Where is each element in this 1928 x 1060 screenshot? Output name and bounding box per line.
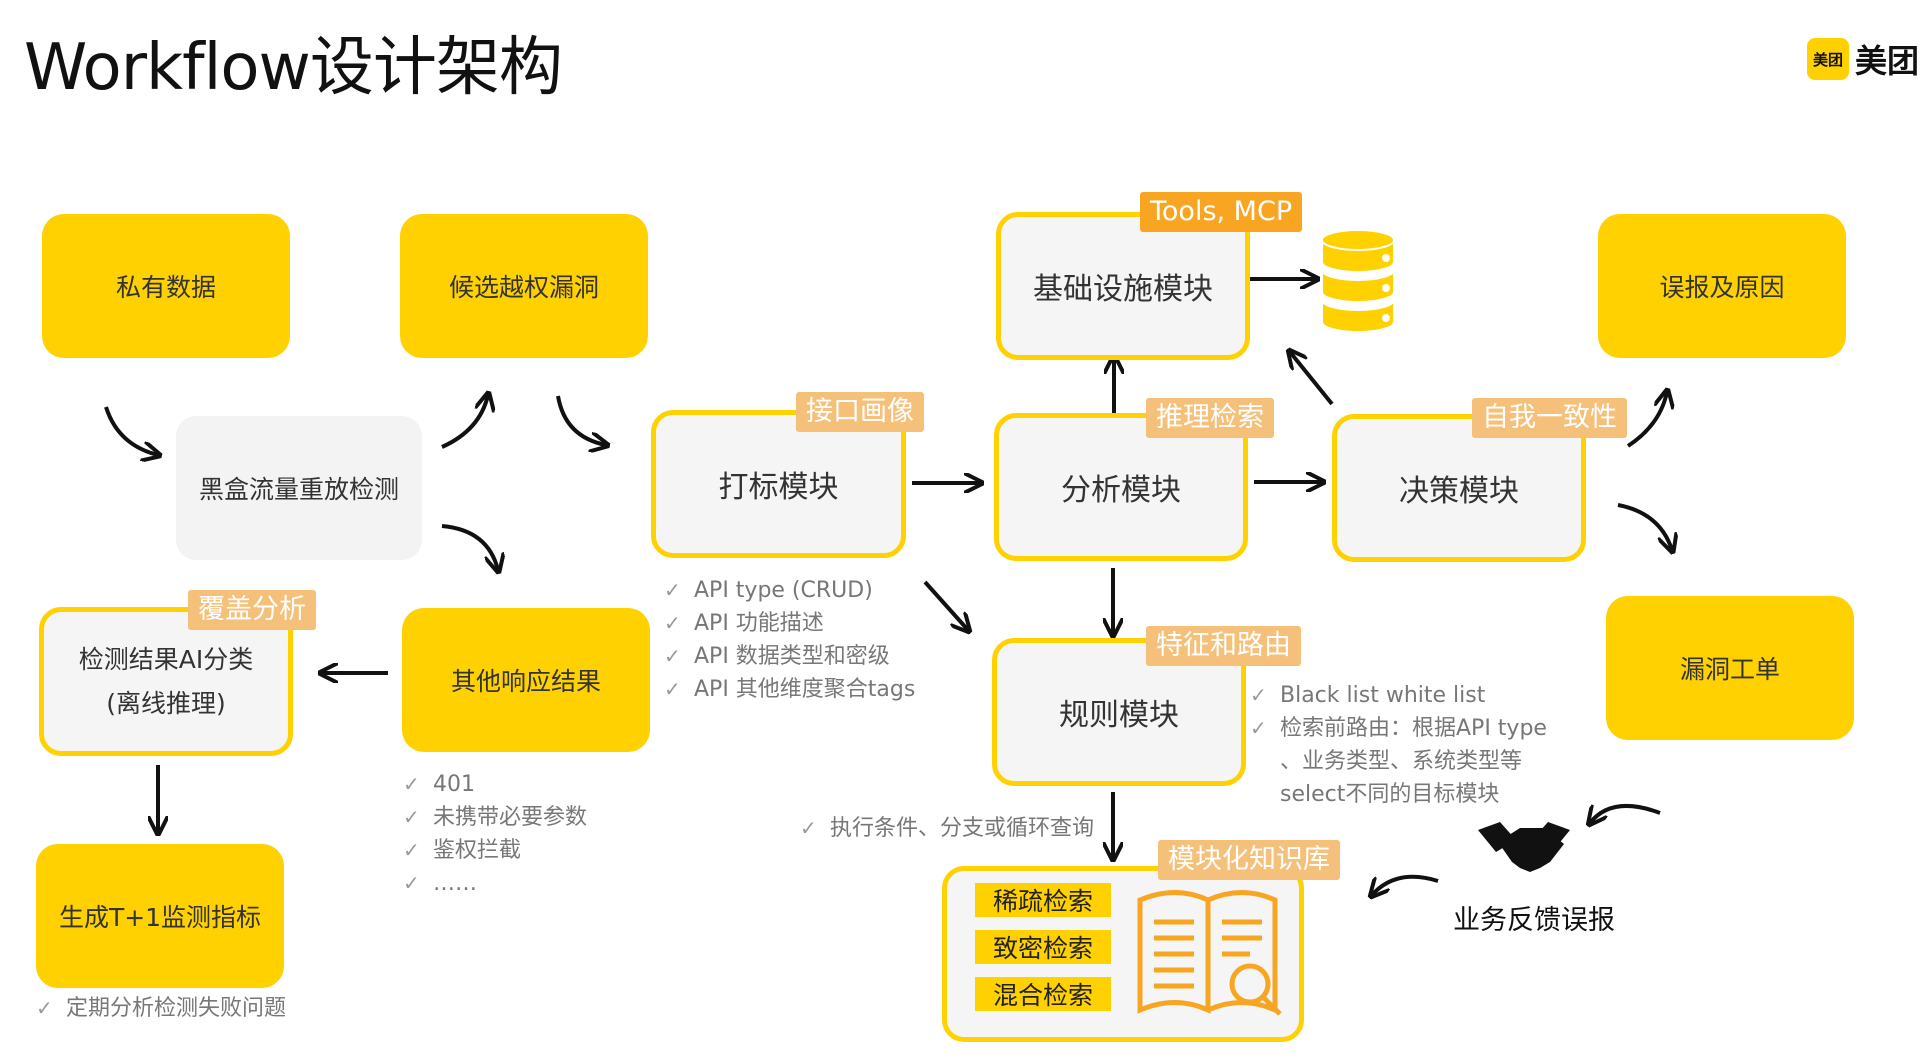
tagging-checklist: ✓API type (CRUD) ✓API 功能描述 ✓API 数据类型和密级 …: [664, 574, 915, 706]
arrow-icon: [1626, 392, 1667, 448]
list-item: ✓鉴权拦截: [403, 834, 587, 867]
reasoning-tag: 推理检索: [1146, 398, 1274, 438]
check-icon: ✓: [403, 871, 420, 895]
list-item: ✓API 其他维度聚合tags: [664, 673, 915, 706]
dense-retrieval-chip: 致密检索: [975, 930, 1111, 964]
arrow-icon: [1372, 874, 1439, 895]
arrow-icon: [556, 395, 606, 445]
check-icon: ✓: [664, 644, 681, 668]
open-book-search-icon: [1137, 890, 1282, 1016]
list-item: ✓API 数据类型和密级: [664, 640, 915, 673]
false-report-node: 误报及原因: [1598, 214, 1846, 358]
logo-text: 美团: [1855, 42, 1920, 80]
decision-module-node: 决策模块: [1332, 414, 1586, 562]
list-item: ✓API type (CRUD): [664, 574, 915, 607]
rules-checklist: ✓Black list white list ✓检索前路由：根据API type…: [1250, 679, 1550, 811]
check-icon: ✓: [403, 838, 420, 862]
list-item: ✓401: [403, 768, 587, 801]
list-item: ✓定期分析检测失败问题: [36, 992, 286, 1025]
metrics-checklist: ✓定期分析检测失败问题: [36, 992, 286, 1025]
list-item: ✓检索前路由：根据API type 、业务类型、系统类型等select不同的目标…: [1250, 712, 1550, 811]
arrow-icon: [1290, 352, 1334, 406]
feedback-label: 业务反馈误报: [1453, 905, 1615, 936]
arrow-icon: [1617, 503, 1672, 550]
check-icon: ✓: [403, 805, 420, 829]
check-icon: ✓: [800, 816, 817, 840]
candidate-vuln-node: 候选越权漏洞: [400, 214, 648, 358]
other-response-checklist: ✓401 ✓未携带必要参数 ✓鉴权拦截 ✓……: [403, 768, 587, 900]
check-icon: ✓: [403, 772, 420, 796]
list-item: ✓未携带必要参数: [403, 801, 587, 834]
handshake-icon: [1478, 822, 1570, 872]
list-item: ✓执行条件、分支或循环查询: [800, 812, 1094, 845]
private-data-node: 私有数据: [42, 214, 290, 358]
meituan-logo: 美团 美团: [1807, 36, 1919, 82]
logo-badge: 美团: [1807, 38, 1849, 80]
exec-checklist: ✓执行条件、分支或循环查询: [800, 812, 1094, 845]
other-response-node: 其他响应结果: [402, 608, 650, 752]
arrow-icon: [441, 395, 488, 449]
coverage-tag: 覆盖分析: [188, 590, 316, 630]
list-item: ✓API 功能描述: [664, 607, 915, 640]
check-icon: ✓: [1250, 683, 1267, 707]
arrow-icon: [923, 580, 968, 630]
check-icon: ✓: [664, 611, 681, 635]
page-title: Workflow设计架构: [24, 31, 563, 105]
ai-classify-node: 检测结果AI分类(离线推理): [39, 607, 293, 756]
infra-module-node: 基础设施模块: [996, 212, 1250, 360]
consistency-tag: 自我一致性: [1472, 398, 1627, 438]
routing-tag: 特征和路由: [1146, 626, 1301, 666]
database-icon: [1321, 229, 1395, 333]
list-item: ✓……: [403, 867, 587, 900]
tagging-module-node: 打标模块: [651, 410, 906, 558]
arrow-icon: [104, 406, 158, 455]
blackbox-replay-node: 黑盒流量重放检测: [176, 416, 422, 560]
tools-mcp-tag: Tools, MCP: [1140, 192, 1303, 232]
metrics-node: 生成T+1监测指标: [36, 844, 284, 988]
check-icon: ✓: [664, 578, 681, 602]
arrow-icon: [1590, 803, 1661, 823]
check-icon: ✓: [36, 996, 53, 1020]
arrow-icon: [441, 524, 498, 570]
knowledge-base-tag: 模块化知识库: [1158, 840, 1340, 880]
hybrid-retrieval-chip: 混合检索: [975, 977, 1111, 1011]
sparse-retrieval-chip: 稀疏检索: [975, 883, 1111, 917]
vuln-ticket-node: 漏洞工单: [1606, 596, 1854, 740]
interface-profile-tag: 接口画像: [796, 392, 924, 432]
check-icon: ✓: [664, 677, 681, 701]
check-icon: ✓: [1250, 716, 1267, 740]
list-item: ✓Black list white list: [1250, 679, 1550, 712]
